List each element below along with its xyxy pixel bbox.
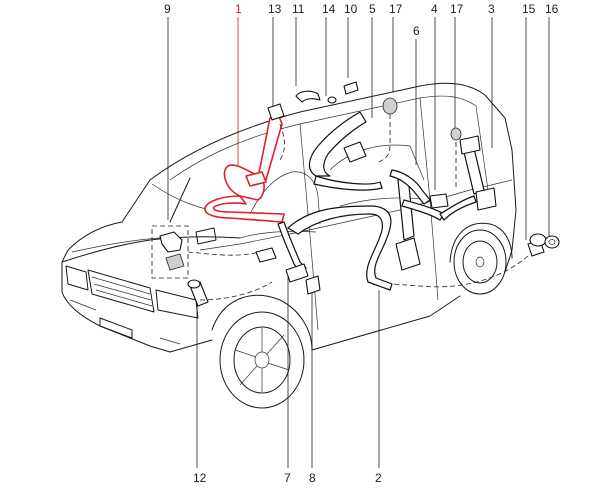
rear-wheel-arch	[449, 222, 513, 263]
rear-seat-back	[329, 144, 425, 181]
rear-hub	[475, 256, 485, 268]
reference-dashed-lines	[199, 114, 529, 301]
rear-wheel	[449, 222, 513, 295]
callout-11: 11	[292, 2, 305, 16]
rear-rim	[462, 240, 498, 284]
callout-labels: 9 1 13 11 14 10 5 17 4 17 3 15 16 6 12 7…	[164, 2, 559, 485]
roof-inner-line	[169, 95, 477, 181]
callout-1: 1	[235, 2, 242, 16]
guide-bracket-11	[295, 90, 321, 103]
rear-left-retractor	[343, 141, 367, 163]
middle-lap-belt-4	[401, 199, 445, 221]
upper-anchor-bolt	[267, 103, 285, 121]
hardware-parts	[187, 81, 560, 307]
inset-anchor-plate	[159, 231, 183, 253]
front-seat-cushion	[239, 230, 317, 239]
callout-6: 6	[413, 24, 420, 38]
washer-14	[327, 96, 337, 104]
callout-16: 16	[545, 2, 559, 16]
callout-5: 5	[369, 2, 376, 16]
callout-8: 8	[309, 471, 316, 485]
buckle-mount	[285, 263, 309, 283]
callout-4: 4	[431, 2, 438, 16]
callout-12: 12	[193, 471, 207, 485]
inner-buckle-7	[255, 247, 277, 263]
callout-9: 9	[164, 2, 171, 16]
bolt-12-head	[187, 279, 201, 289]
right-lap-belt	[439, 195, 477, 221]
cap-17-top	[382, 97, 398, 115]
front-hub	[254, 351, 270, 369]
callout-17-top: 17	[389, 2, 403, 16]
inset-frame	[151, 225, 189, 279]
grille	[87, 269, 155, 313]
front-spokes	[234, 328, 290, 392]
fog-lights	[69, 299, 181, 345]
seat-belts-black	[255, 103, 497, 291]
ref-upper-anchor	[279, 123, 285, 161]
washer-16	[544, 235, 560, 249]
red-lap-webbing	[204, 195, 285, 223]
grille-bars	[91, 276, 153, 307]
bolt-10	[343, 81, 359, 95]
rear-tire	[453, 229, 507, 295]
side-mirror	[195, 227, 217, 245]
ref-bolt-12	[199, 281, 273, 301]
front-bumper-outline	[61, 261, 171, 353]
detail-inset-9	[151, 225, 261, 279]
callout-15: 15	[522, 2, 536, 16]
sill-line	[169, 295, 461, 353]
front-rim	[233, 326, 291, 394]
callout-3: 3	[488, 2, 495, 16]
license-plate	[99, 317, 133, 339]
rear-lap-belt-left	[313, 175, 383, 191]
side-retractor-2	[395, 237, 421, 271]
inset-bolt	[165, 253, 185, 271]
right-rear-anchor	[459, 135, 481, 155]
callout-17-right: 17	[450, 2, 464, 16]
front-wheel-arch	[211, 295, 313, 351]
red-retractor-loop	[223, 164, 265, 201]
side-belt-2	[287, 205, 393, 291]
inset-reference-line	[187, 251, 261, 256]
callout-7: 7	[284, 471, 291, 485]
callout-2: 2	[375, 471, 382, 485]
d-pillar	[475, 105, 489, 191]
middle-buckle-4	[429, 193, 449, 209]
right-headlight	[155, 289, 199, 319]
b-pillar	[299, 123, 319, 331]
roof-line	[149, 82, 513, 181]
hood-crease	[71, 237, 161, 253]
washer-16-hole	[548, 239, 556, 245]
rear-left-belt-5	[308, 111, 367, 177]
front-tire	[219, 311, 305, 409]
leader-lines	[167, 17, 550, 468]
middle-rear-belt-6	[389, 169, 431, 205]
right-rear-retractor	[475, 187, 497, 211]
bolt-15-head	[529, 233, 547, 247]
front-wheel	[211, 295, 313, 409]
left-headlight	[65, 265, 89, 291]
rear-body	[504, 149, 517, 273]
ref-cap-17-top	[377, 114, 391, 163]
red-buckle-tongue	[245, 171, 267, 187]
callout-13: 13	[268, 2, 282, 16]
cap-17-right	[450, 127, 462, 141]
bracket-8	[305, 275, 321, 295]
callout-10: 10	[344, 2, 358, 16]
callout-14: 14	[322, 2, 336, 16]
